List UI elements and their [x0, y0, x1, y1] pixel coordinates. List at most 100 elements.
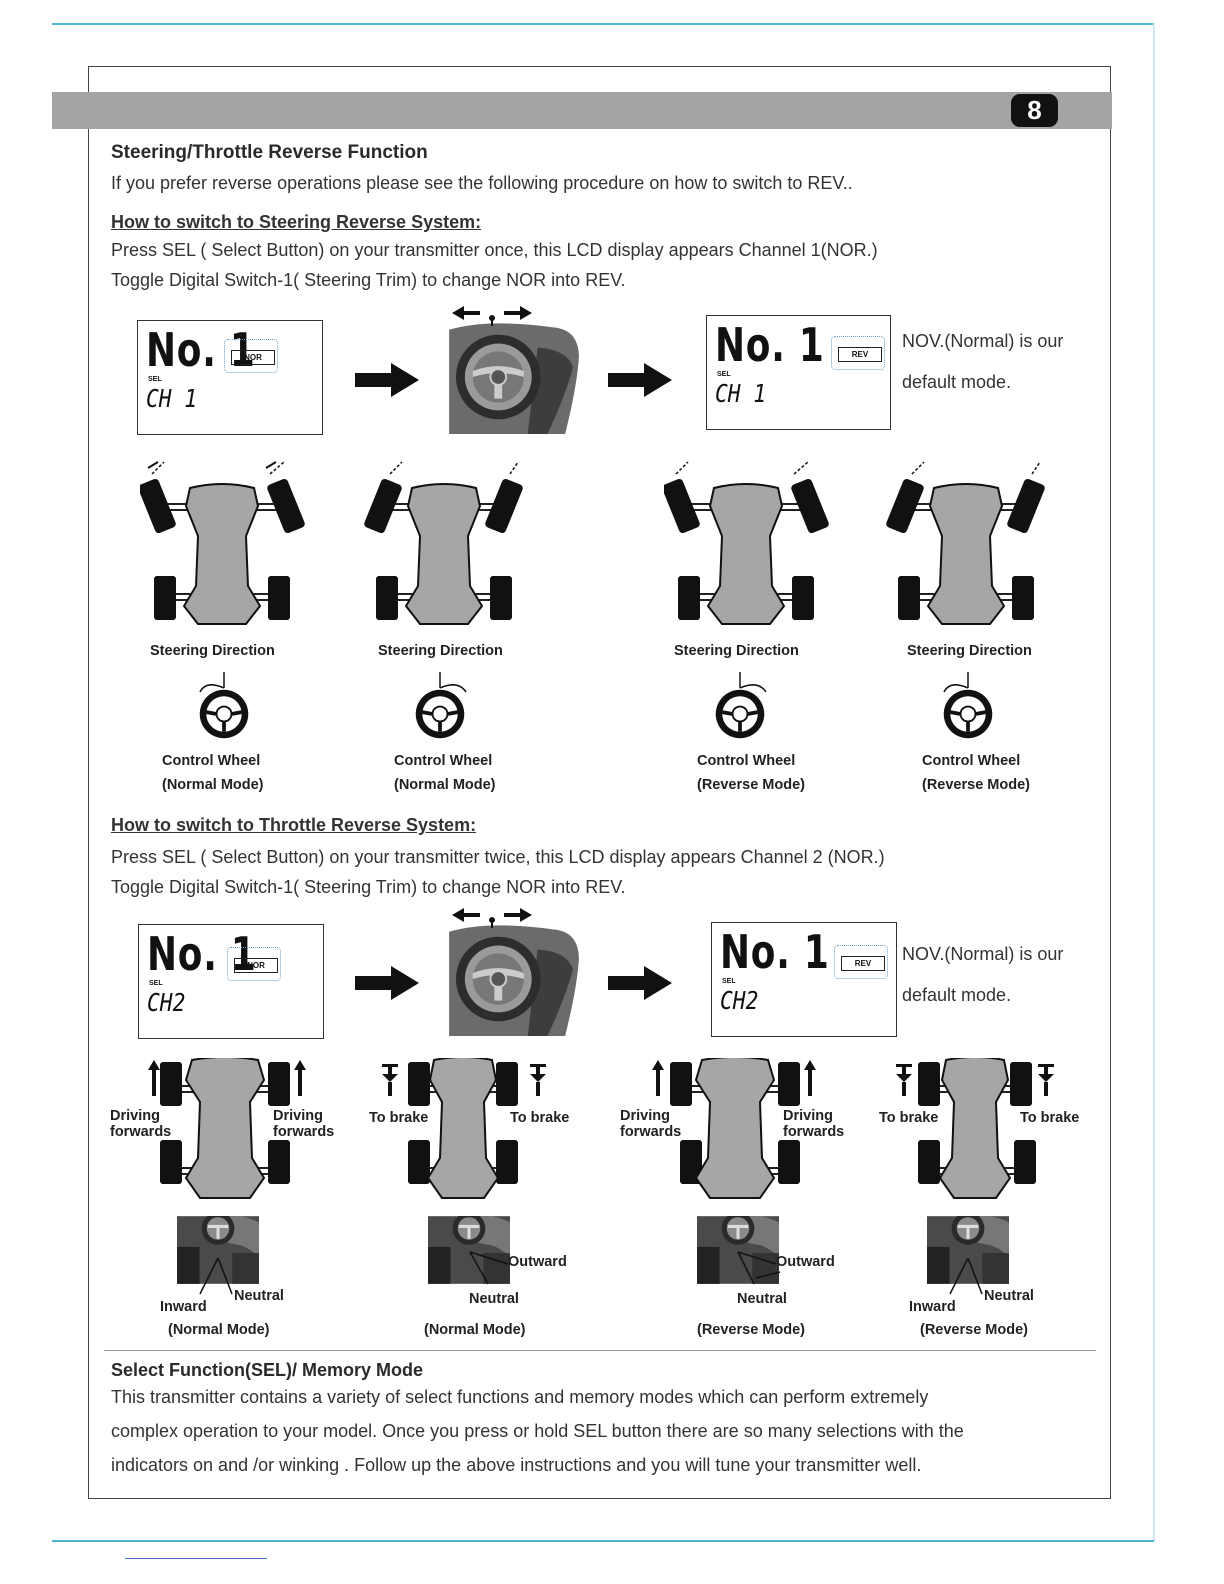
page-number-badge: 8	[1011, 94, 1058, 127]
trigger-label-neutral-3: Neutral	[737, 1291, 787, 1307]
throttle-reverse-heading: How to switch to Throttle Reverse System…	[111, 815, 477, 835]
control-wheel-label-4: Control Wheel	[922, 753, 1021, 769]
right-rule	[1153, 23, 1155, 1542]
nor-tag-label: NOR	[234, 958, 278, 973]
trigger-mode-3: (Reverse Mode)	[697, 1322, 805, 1338]
trigger-pointer-lines-4	[949, 1258, 983, 1295]
steering-car-diagram-4	[886, 461, 1045, 625]
section-title-reverse: Steering/Throttle Reverse Function	[111, 142, 428, 163]
arrow-right-icon-2	[608, 363, 672, 397]
throttle-step-1: Press SEL ( Select Button) on your trans…	[111, 847, 885, 867]
trigger-label-neutral-1: Neutral	[234, 1288, 284, 1304]
sel-memory-line-3: indicators on and /or winking . Follow u…	[111, 1455, 922, 1475]
control-wheel-mode-2: (Normal Mode)	[394, 777, 496, 793]
trigger-pointer-lines-2	[469, 1251, 509, 1285]
control-wheel-mode-3: (Reverse Mode)	[697, 777, 805, 793]
trigger-mode-4: (Reverse Mode)	[920, 1322, 1028, 1338]
lcd-channel-label: CH 1	[715, 379, 767, 408]
trigger-label-inward-4: Inward	[909, 1299, 956, 1315]
rev-tag: REV	[831, 336, 885, 370]
trigger-mode-2: (Normal Mode)	[424, 1322, 526, 1338]
lcd-channel-number: No. 1	[715, 318, 825, 372]
lcd-display-nor: No. 1 SEL CH 1 NOR	[137, 320, 323, 435]
section-intro: If you prefer reverse operations please …	[111, 173, 853, 193]
steering-step-1: Press SEL ( Select Button) on your trans…	[111, 240, 878, 260]
lcd-sel-indicator: SEL	[149, 980, 163, 987]
control-wheel-label-1: Control Wheel	[162, 753, 261, 769]
sel-memory-line-2: complex operation to your model. Once yo…	[111, 1421, 964, 1441]
default-mode-note-line2: default mode.	[902, 372, 1012, 392]
control-wheel-icon-3	[713, 672, 767, 741]
section-divider	[104, 1350, 1096, 1351]
rev-tag-label: REV	[841, 956, 885, 971]
header-band	[52, 92, 1112, 129]
lcd-channel-label: CH2	[720, 986, 759, 1015]
page-frame	[88, 66, 1111, 1499]
transmitter-wheel-icon-2	[448, 920, 580, 1036]
rev-tag: REV	[834, 945, 888, 979]
throttle-step-2: Toggle Digital Switch-1( Steering Trim) …	[111, 877, 626, 897]
throttle-car-diagram-1	[148, 1058, 306, 1199]
trim-switch-arrows-icon	[452, 306, 532, 326]
lcd-display-ch2-nor: No. 1 SEL CH2 NOR	[138, 924, 324, 1039]
transmitter-wheel-icon	[448, 318, 580, 434]
lcd-channel-label: CH2	[147, 988, 186, 1017]
bottom-rule	[52, 1540, 1154, 1542]
sel-memory-line-1: This transmitter contains a variety of s…	[111, 1387, 929, 1407]
to-brake-label-2a: To brake	[369, 1110, 429, 1126]
lcd-sel-indicator: SEL	[148, 376, 162, 383]
steering-reverse-heading: How to switch to Steering Reverse System…	[111, 212, 482, 232]
steering-caption-3: Steering Direction	[674, 643, 799, 659]
trigger-label-outward-2: Outward	[508, 1254, 567, 1270]
lcd-display-rev: No. 1 SEL CH 1 REV	[706, 315, 891, 430]
trim-switch-arrows-icon-2	[452, 908, 532, 928]
trigger-mode-1: (Normal Mode)	[168, 1322, 270, 1338]
arrow-right-icon	[355, 363, 419, 397]
lcd-sel-indicator: SEL	[717, 371, 731, 378]
to-brake-label-4b: To brake	[1020, 1110, 1080, 1126]
nor-tag: NOR	[224, 339, 278, 373]
throttle-car-diagram-3	[652, 1058, 816, 1199]
lcd-sel-indicator: SEL	[722, 978, 736, 985]
throttle-car-diagram-2	[382, 1058, 546, 1199]
steering-caption-1: Steering Direction	[150, 643, 275, 659]
driving-forwards-label-1b: Driving forwards	[273, 1108, 335, 1140]
rev-tag-label: REV	[838, 347, 882, 362]
lcd-channel-label: CH 1	[146, 384, 198, 413]
control-wheel-mode-1: (Normal Mode)	[162, 777, 264, 793]
trigger-label-neutral-4: Neutral	[984, 1288, 1034, 1304]
trigger-pointer-lines-1	[199, 1258, 233, 1295]
default-mode-note-line2-b: default mode.	[902, 985, 1012, 1005]
steering-caption-2: Steering Direction	[378, 643, 503, 659]
steering-caption-4: Steering Direction	[907, 643, 1032, 659]
steering-car-diagram-3	[664, 461, 829, 625]
control-wheel-label-3: Control Wheel	[697, 753, 796, 769]
control-wheel-label-2: Control Wheel	[394, 753, 493, 769]
driving-forwards-label-3a: Driving forwards	[620, 1108, 682, 1140]
driving-forwards-label-3b: Driving forwards	[783, 1108, 845, 1140]
trigger-label-inward-1: Inward	[160, 1299, 207, 1315]
to-brake-label-4a: To brake	[879, 1110, 939, 1126]
control-wheel-icon-1	[197, 672, 251, 741]
control-wheel-mode-4: (Reverse Mode)	[922, 777, 1030, 793]
lcd-channel-number: No. 1	[720, 925, 830, 979]
throttle-car-diagram-4	[896, 1058, 1054, 1199]
driving-forwards-label-1a: Driving forwards	[110, 1108, 172, 1140]
to-brake-label-2b: To brake	[510, 1110, 570, 1126]
lcd-display-ch2-rev: No. 1 SEL CH2 REV	[711, 922, 897, 1037]
steering-car-diagram-1	[140, 461, 305, 625]
arrow-right-icon-3	[355, 966, 419, 1000]
trigger-label-outward-3: Outward	[776, 1254, 835, 1270]
trigger-label-neutral-2: Neutral	[469, 1291, 519, 1307]
arrow-right-icon-4	[608, 966, 672, 1000]
nor-tag-label: NOR	[231, 350, 275, 365]
steering-step-2: Toggle Digital Switch-1( Steering Trim) …	[111, 270, 626, 290]
control-wheel-icon-4	[941, 672, 995, 741]
default-mode-note-line1-b: NOV.(Normal) is our	[902, 944, 1064, 964]
footer-rule	[125, 1558, 267, 1559]
trigger-pointer-lines-3	[737, 1251, 781, 1285]
top-rule	[52, 23, 1154, 25]
control-wheel-icon-2	[413, 672, 467, 741]
sel-memory-title: Select Function(SEL)/ Memory Mode	[111, 1360, 424, 1380]
steering-car-diagram-2	[364, 461, 523, 625]
